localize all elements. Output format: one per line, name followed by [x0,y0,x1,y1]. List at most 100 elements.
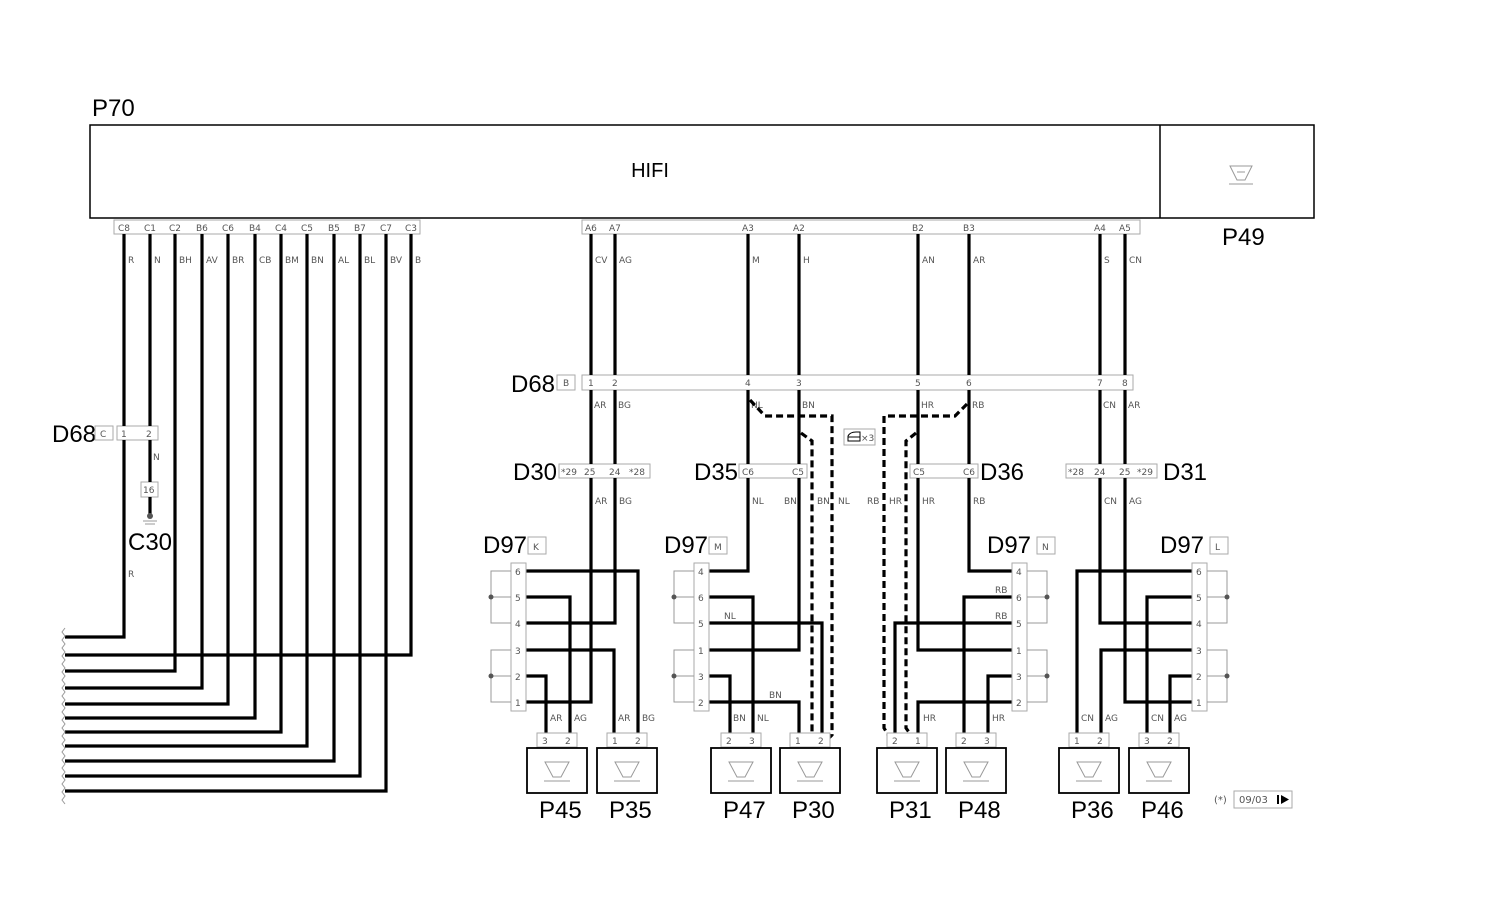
wire-label: RB [995,612,1007,622]
wire-label: AR [550,714,562,724]
wire-label: B [415,256,421,266]
wire [916,478,1012,652]
pin-label: C7 [380,224,392,234]
wire-label: AG [1105,714,1118,724]
next-page-icon[interactable] [1277,795,1289,804]
wire [526,648,616,745]
pin-label: A5 [1119,224,1131,234]
wire [893,621,1012,745]
shield-count: ×3 [861,434,874,444]
pin-label: B2 [912,224,924,234]
wire-label: CN [1081,714,1094,724]
wire [986,674,1012,745]
d68b-id: D68 [511,371,555,398]
wire-label: AR [595,497,607,507]
connector-strip-left [113,219,421,235]
cut-edge [61,627,66,805]
hifi-unit[interactable] [89,124,1315,219]
d97-connector-L [1191,562,1208,712]
wire-label: NL [724,612,736,622]
wire-label: NL [838,497,850,507]
revision-date: 09/03 [1239,795,1268,806]
pin-label: C6 [742,468,754,478]
wire-label: AG [574,714,587,724]
speaker-id: P36 [1071,797,1114,824]
d30-connector [558,463,651,479]
pin-label: 1 [1074,737,1080,747]
pin-label: 3 [1016,673,1022,683]
wire [526,478,593,704]
d97-id: D97 [483,532,527,559]
pin-label: 6 [1016,594,1022,604]
wire-label: AR [973,256,985,266]
d68b-connector [581,374,1134,391]
d36-connector [909,463,979,479]
wire [709,478,801,652]
d31-connector [1065,463,1158,479]
pin-label: 3 [1144,737,1150,747]
d97-code: M [714,543,722,553]
wire-AV [65,234,204,690]
pin-label: 5 [915,379,921,389]
speaker-icon [1076,761,1102,782]
wire-CB [65,234,257,720]
pin-label: 6 [698,594,704,604]
wire-label: BN [769,691,782,701]
wire-label: AN [922,256,935,266]
wire-label: BN [784,497,797,507]
pin-label: 5 [1196,594,1202,604]
wire-label: AG [1174,714,1187,724]
wire-label: S [1104,256,1110,266]
pin-label: *29 [1137,468,1153,478]
wire-label: NL [752,497,764,507]
wire-label: RB [867,497,879,507]
speaker-id: P31 [889,797,932,824]
pin-label: 2 [961,737,967,747]
pin-label: B4 [249,224,261,234]
wire-label: BR [232,256,244,266]
wire-label: M [752,256,760,266]
d97-connector-K [510,562,527,712]
wire-label: NL [751,401,763,411]
pin-label: 2 [1097,737,1103,747]
wire [1123,478,1192,704]
wire-label: AR [594,401,606,411]
pin-label: 1 [612,737,618,747]
wire-label: AR [618,714,630,724]
wire-label: N [154,256,161,266]
speaker-icon [728,761,754,782]
speaker-icon [614,761,640,782]
speaker-icon [963,761,989,782]
pin-label: 3 [515,647,521,657]
pin-label: C5 [301,224,313,234]
pin-label: B6 [196,224,208,234]
wire-label: BN [311,256,324,266]
d35-id: D35 [694,459,738,486]
pin-label: 1 [698,647,704,657]
wire-label: BG [618,401,631,411]
wire-label: CV [595,256,608,266]
wire [709,595,755,745]
wire-label: R [128,256,134,266]
speaker-id: P48 [958,797,1001,824]
shielded-cable-icon [847,431,861,442]
wire-label: BH [179,256,192,266]
pin-label: A2 [793,224,805,234]
pin-label: 1 [795,737,801,747]
speaker-icon [797,761,823,782]
connector-strip-right [581,219,1141,235]
wire-label: CN [1151,714,1164,724]
wire [526,595,572,745]
pin-label: 4 [698,568,704,578]
d68c-pin: 1 [121,430,127,440]
pin-label: 1 [1196,699,1202,709]
